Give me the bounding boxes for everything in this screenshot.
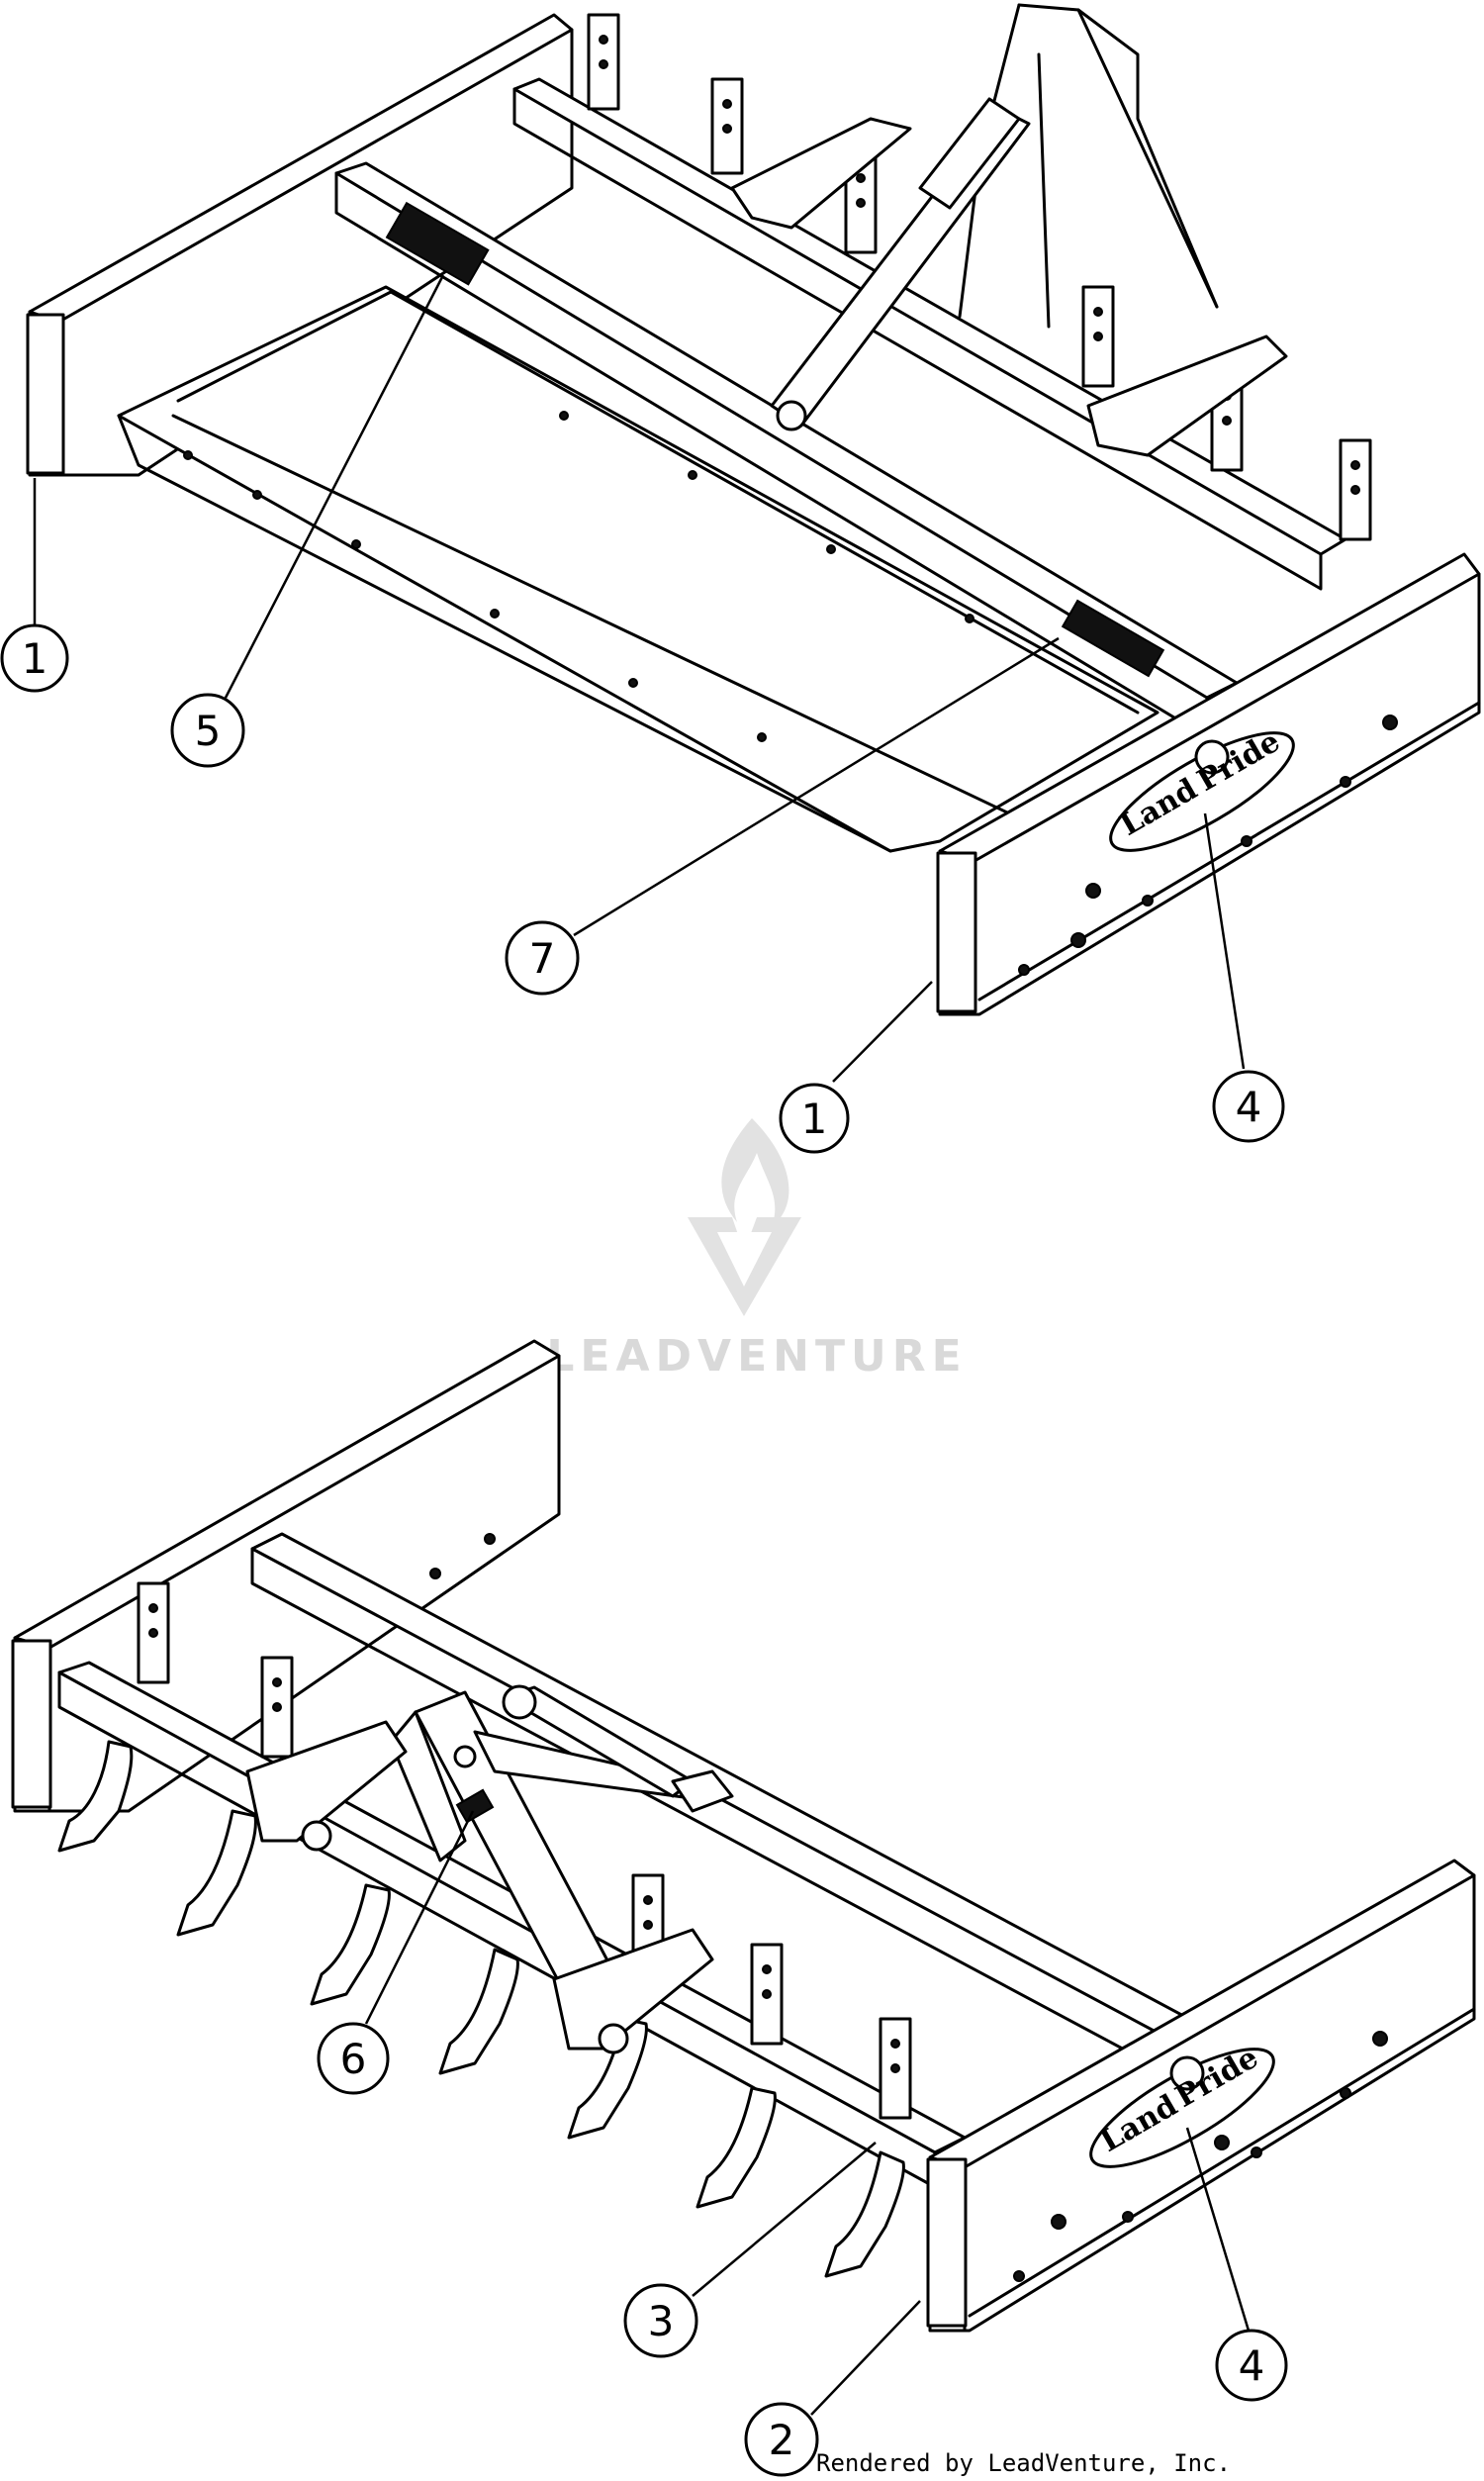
link-plate-right-top — [1086, 334, 1288, 457]
callout-label: 7 — [529, 934, 556, 983]
callout-label: 4 — [1239, 2341, 1265, 2390]
moldboard-top — [117, 285, 1159, 853]
callout-5: 5 — [170, 274, 445, 768]
callout-label: 3 — [648, 2297, 675, 2345]
link-plate-left-top — [730, 117, 912, 230]
callout-4-bottom: 4 — [1185, 2127, 1288, 2402]
callout-label: 5 — [195, 707, 222, 755]
hydraulic-cylinder-top — [770, 97, 1031, 431]
bottom-assembly: Land Pride — [11, 1339, 1476, 2333]
callout-6: 6 — [317, 1810, 475, 2095]
callout-2: 2 — [744, 2300, 921, 2477]
callout-label: 2 — [769, 2416, 795, 2464]
decal-5 — [385, 201, 490, 286]
scarifier-shanks — [57, 1740, 905, 2278]
left-end-plate-top — [28, 13, 574, 477]
callout-7: 7 — [505, 636, 1060, 996]
moldboard-bolts-top — [183, 411, 974, 742]
callout-3: 3 — [623, 2142, 877, 2358]
left-end-plate-bottom — [13, 1339, 561, 1813]
callout-label: 6 — [340, 2035, 367, 2083]
decal-6 — [455, 1788, 495, 1824]
frame-tube-bottom — [250, 1532, 1219, 2051]
callout-label: 1 — [801, 1095, 828, 1143]
hitch-posts-top — [587, 13, 1372, 541]
callout-1-mid: 1 — [779, 981, 933, 1154]
hydraulic-cylinder-bottom — [502, 1684, 734, 1813]
render-credit: Rendered by LeadVenture, Inc. — [816, 2449, 1231, 2477]
callout-label: 4 — [1236, 1083, 1262, 1131]
top-assembly: Land Pride — [26, 3, 1481, 1016]
callout-label: 1 — [22, 634, 48, 683]
callout-1-top-left: 1 — [0, 478, 69, 693]
decal-7 — [1061, 599, 1165, 678]
leadventure-watermark: LEADVENTURE — [546, 1118, 967, 1382]
watermark-text: LEADVENTURE — [546, 1331, 967, 1382]
callout-4-top: 4 — [1203, 812, 1285, 1143]
flame-icon — [721, 1118, 789, 1227]
